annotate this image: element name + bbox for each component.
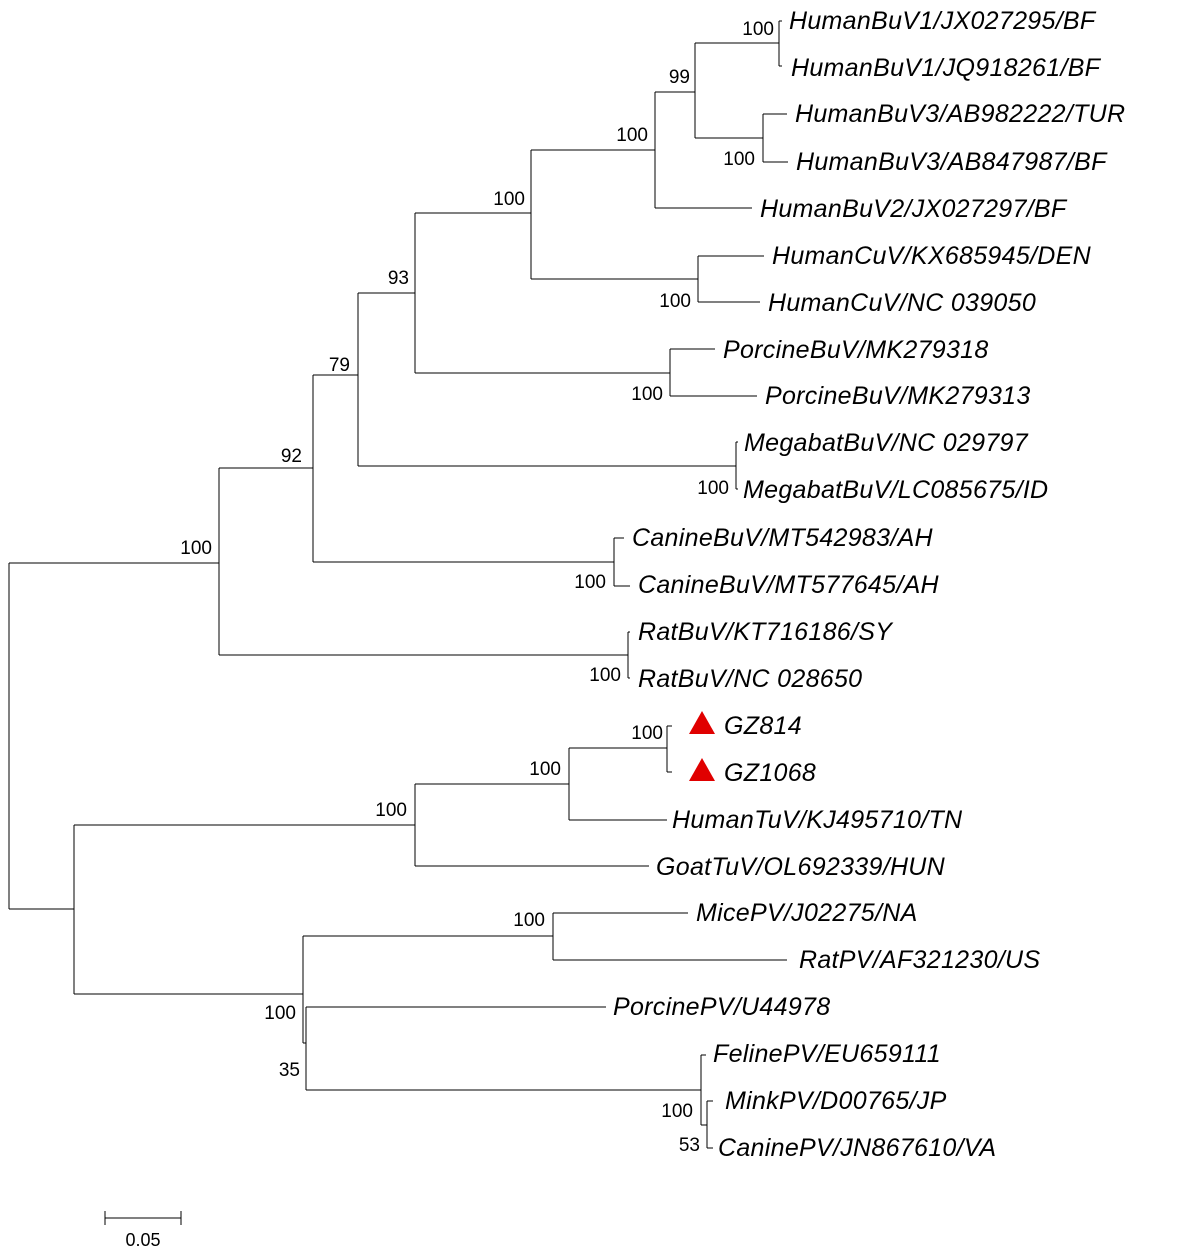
bootstrap-value: 100 [616, 125, 648, 146]
taxon-label: MegabatBuV/LC085675/ID [743, 476, 1048, 504]
red-triangle-icon [689, 758, 715, 781]
taxon-label: GoatTuV/OL692339/HUN [656, 853, 946, 881]
taxon-label: MicePV/J02275/NA [696, 899, 918, 927]
taxon-label: CaninePV/JN867610/VA [718, 1134, 996, 1162]
taxon-label: HumanBuV3/AB847987/BF [796, 148, 1108, 176]
taxon-label: MinkPV/D00765/JP [725, 1087, 947, 1115]
taxon-label: CanineBuV/MT577645/AH [638, 571, 940, 599]
bootstrap-value: 100 [661, 1101, 693, 1122]
bootstrap-value: 100 [264, 1003, 296, 1024]
bootstrap-value: 53 [679, 1135, 700, 1156]
taxon-label: GZ1068 [724, 759, 816, 787]
taxon-label: PorcineBuV/MK279318 [723, 336, 989, 364]
taxon-label: HumanBuV2/JX027297/BF [760, 195, 1068, 223]
bootstrap-value: 100 [631, 384, 663, 405]
sample-markers [689, 711, 715, 781]
scale-bar: 0.05 [104, 1211, 182, 1250]
bootstrap-value: 100 [723, 149, 755, 170]
taxon-label: HumanBuV1/JQ918261/BF [791, 54, 1102, 82]
taxon-label: HumanCuV/KX685945/DEN [772, 242, 1092, 270]
bootstrap-value: 100 [589, 665, 621, 686]
bootstrap-value: 100 [529, 759, 561, 780]
bootstrap-value: 100 [493, 189, 525, 210]
bootstrap-values: 100 99 100 100 100 93 100 79 100 92 100 … [180, 19, 774, 1156]
taxon-label: PorcinePV/U44978 [613, 993, 830, 1021]
bootstrap-value: 100 [631, 723, 663, 744]
bootstrap-value: 100 [513, 910, 545, 931]
bootstrap-value: 93 [388, 268, 409, 289]
taxon-label: HumanCuV/NC 039050 [768, 289, 1036, 317]
taxon-label: RatPV/AF321230/US [799, 946, 1040, 974]
bootstrap-value: 100 [180, 538, 212, 559]
bootstrap-value: 35 [279, 1060, 300, 1081]
bootstrap-value: 99 [669, 67, 690, 88]
taxon-label: FelinePV/EU659111 [713, 1040, 941, 1068]
taxon-label: GZ814 [724, 712, 802, 740]
taxon-label: RatBuV/NC 028650 [638, 665, 862, 693]
bootstrap-value: 100 [574, 572, 606, 593]
taxon-label: HumanTuV/KJ495710/TN [672, 806, 963, 834]
bootstrap-value: 79 [329, 355, 350, 376]
taxon-label: HumanBuV1/JX027295/BF [789, 7, 1097, 35]
bootstrap-value: 92 [281, 446, 302, 467]
taxon-label: RatBuV/KT716186/SY [638, 618, 894, 646]
bootstrap-value: 100 [659, 291, 691, 312]
bootstrap-value: 100 [697, 478, 729, 499]
bootstrap-value: 100 [742, 19, 774, 40]
taxon-label: PorcineBuV/MK279313 [765, 382, 1031, 410]
taxon-labels: HumanBuV1/JX027295/BF HumanBuV1/JQ918261… [613, 7, 1125, 1162]
scale-bar-label: 0.05 [125, 1230, 160, 1250]
taxon-label: MegabatBuV/NC 029797 [744, 429, 1029, 457]
taxon-label: HumanBuV3/AB982222/TUR [795, 100, 1125, 128]
bootstrap-value: 100 [375, 800, 407, 821]
tree-branches [8, 20, 788, 1149]
red-triangle-icon [689, 711, 715, 734]
taxon-label: CanineBuV/MT542983/AH [632, 524, 934, 552]
